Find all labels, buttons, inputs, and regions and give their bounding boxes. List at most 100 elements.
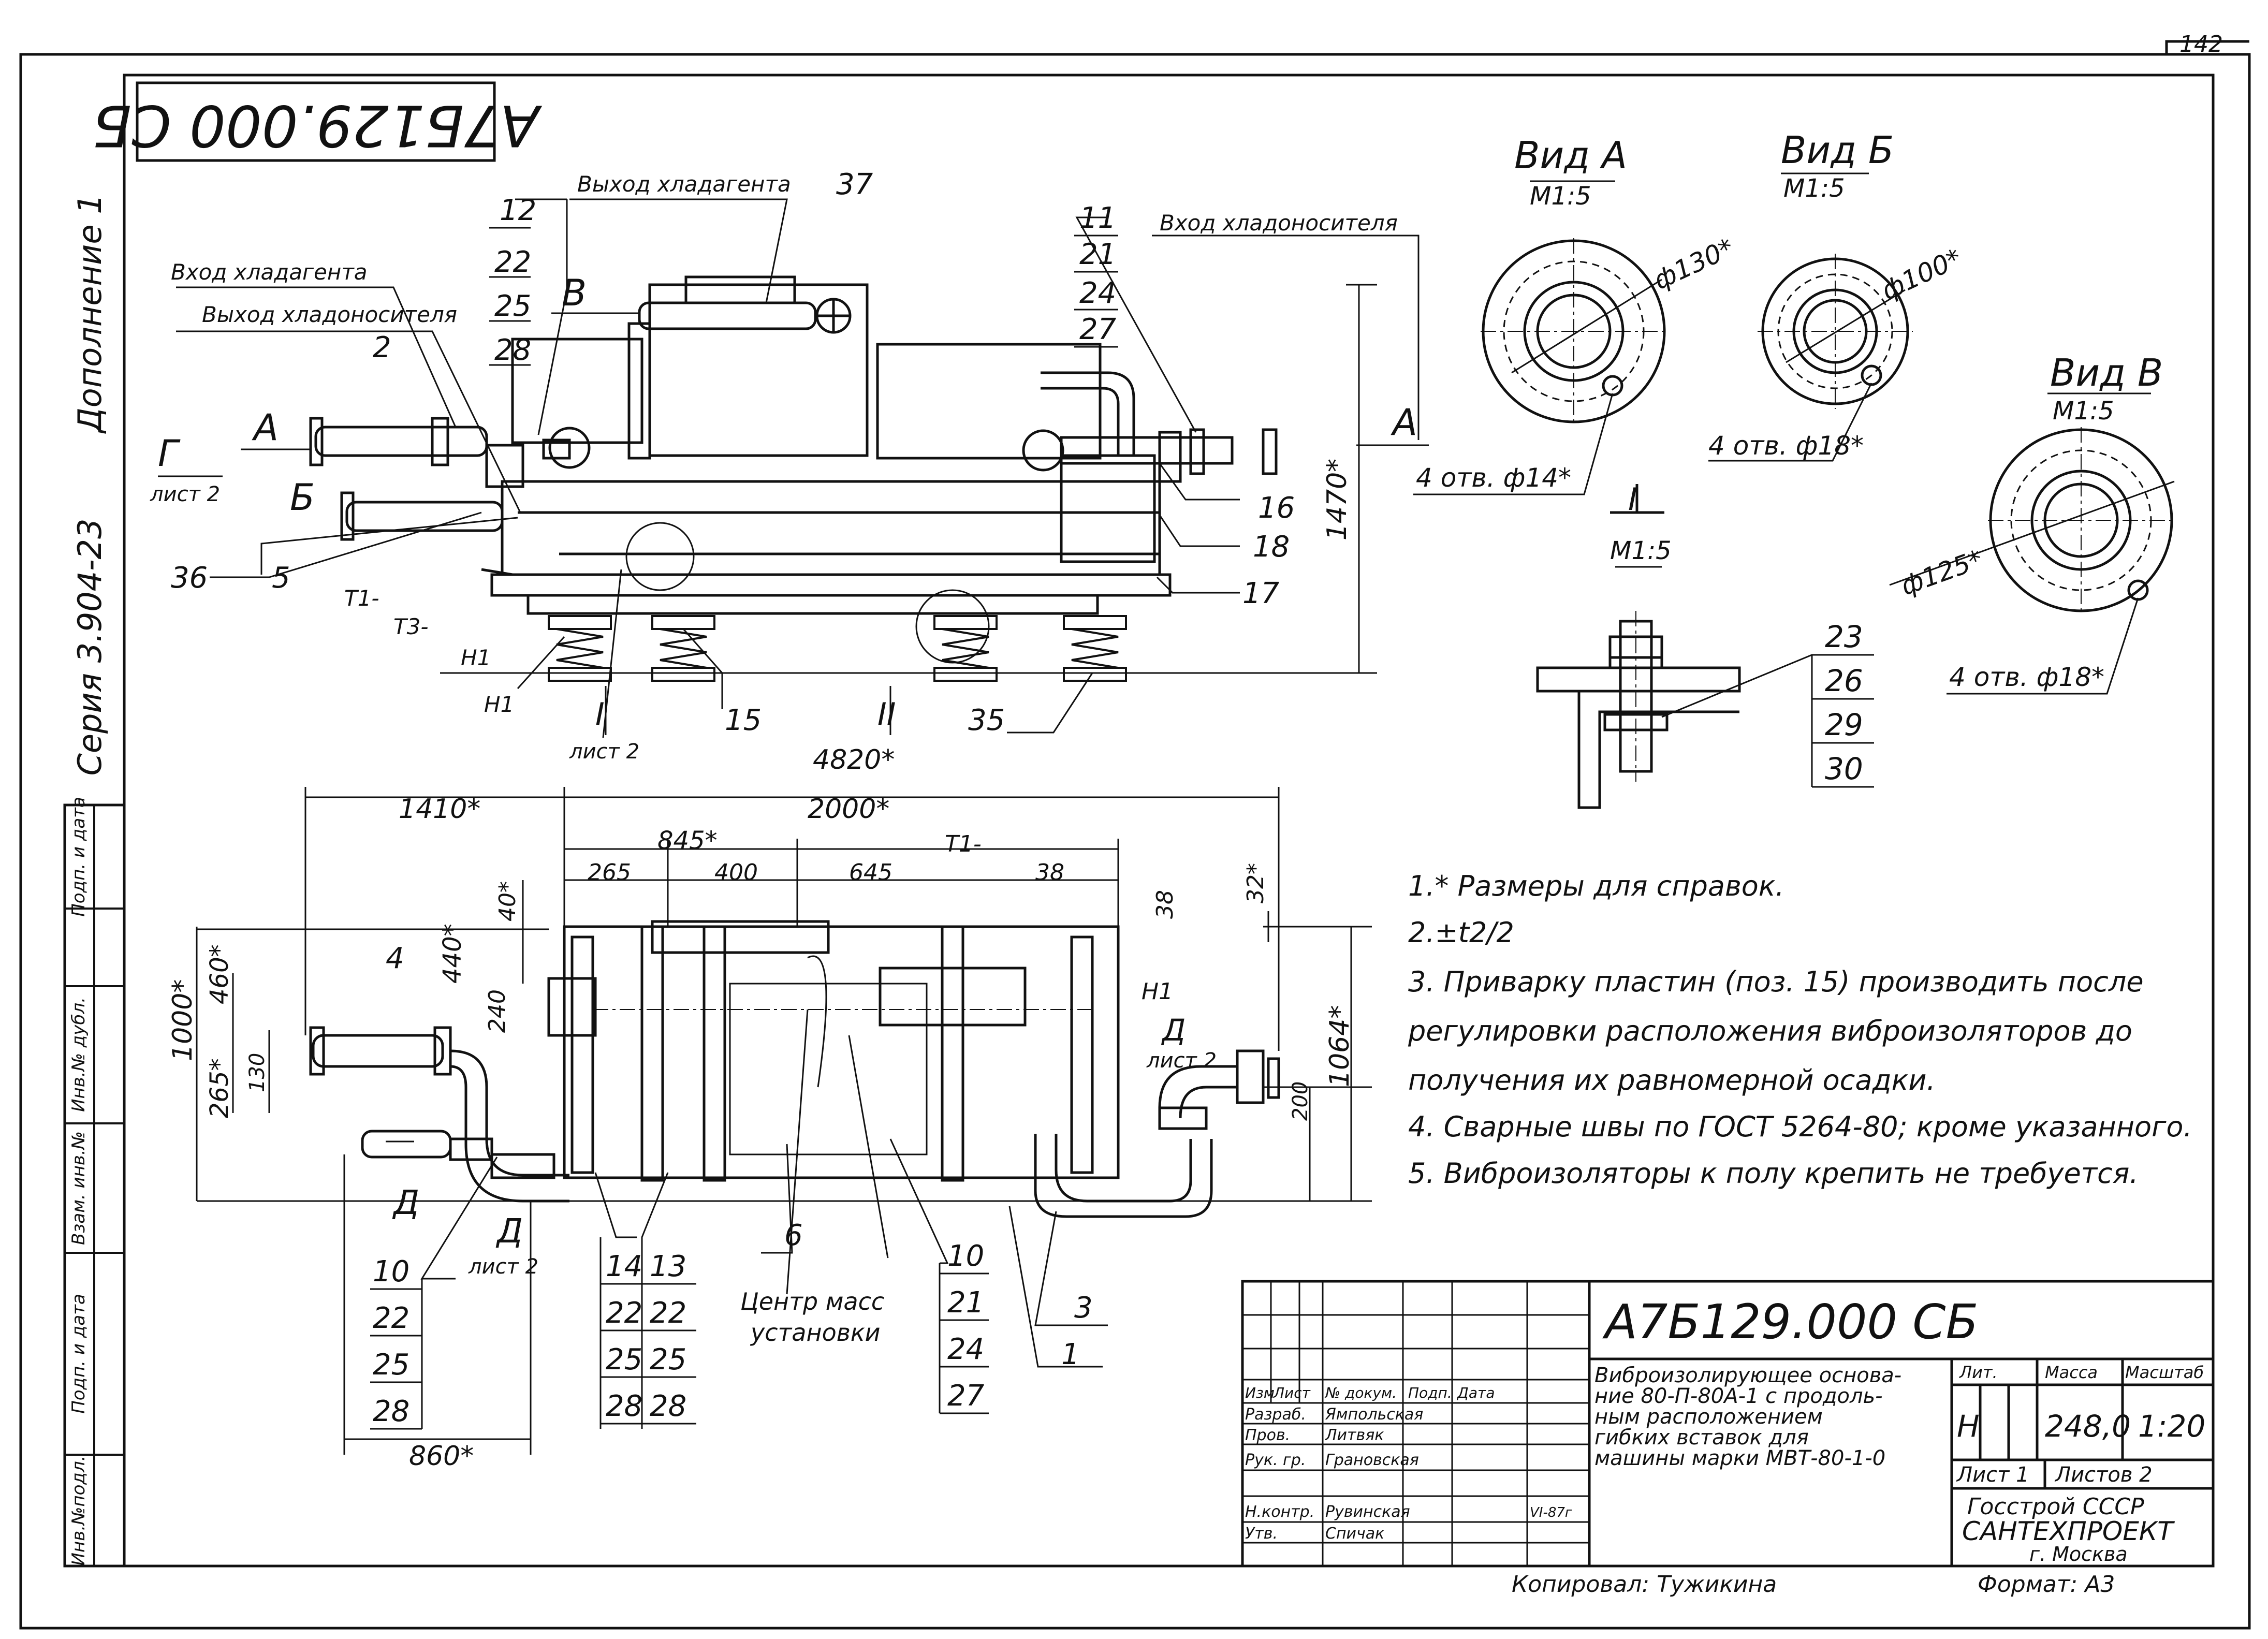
section-i-labels: I М1:5 23 26 29 30 (1610, 481, 1863, 786)
dim-265: 265 (588, 859, 631, 886)
plan-callout-14-28: 28 (606, 1389, 642, 1423)
plan-view-labels: 1410* 2000* 845* 265 400 645 38 38 32* 4… (167, 794, 1355, 1472)
note-1: 1.* Размеры для справок. (1408, 870, 1784, 902)
label-d-right: Д (1161, 1013, 1186, 1048)
dim-845: 845* (657, 826, 718, 855)
callout-11-27: 27 (1079, 313, 1117, 346)
dim-265b: 265* (205, 1058, 234, 1118)
stamp-inv-podl: Инв.№подл. (68, 1456, 89, 1566)
rotated-code: А7Б129.000 СБ (93, 93, 543, 159)
label-coolant-out: Выход хладоносителя (202, 302, 457, 327)
notes: 1.* Размеры для справок. 2.±t2/2 3. Прив… (1408, 870, 2192, 1190)
callout-12-25: 25 (494, 289, 531, 323)
tb-role-4: Н.контр. (1245, 1503, 1314, 1521)
label-sheet2-g: лист 2 (150, 482, 220, 506)
callout-37: 37 (836, 168, 873, 201)
tb-person-4: Рувинская (1325, 1503, 1410, 1521)
vibration-isolators (548, 615, 1127, 682)
label-width-dim: 4820* (813, 744, 895, 775)
dim-1064: 1064* (1324, 1005, 1355, 1087)
tb-scale-label: Масштаб (2125, 1363, 2204, 1382)
callout-15: 15 (725, 704, 762, 737)
view-v-scale: М1:5 (2053, 397, 2114, 426)
plan-callout-10a: 10 (373, 1255, 409, 1289)
tb-name-3: ным расположением (1594, 1405, 1823, 1429)
tb-head-date: Дата (1456, 1384, 1495, 1401)
tb-org-1: Госстрой СССР (1967, 1494, 2144, 1520)
note-3c: получения их равномерной осадки. (1408, 1064, 1936, 1096)
tb-sheets: Листов 2 (2054, 1463, 2153, 1487)
callout-11-24: 24 (1079, 276, 1116, 310)
view-v-diameter: ф125* (1897, 544, 1986, 601)
callout-11-21: 21 (1079, 238, 1116, 271)
plan-callout-10a-22: 22 (373, 1301, 409, 1335)
label-d-left-sheet: лист 2 (468, 1255, 538, 1279)
plan-callout-10b-24: 24 (947, 1333, 984, 1366)
tb-head-list: Лист (1273, 1384, 1311, 1401)
view-a-diameter: ф130* (1649, 232, 1738, 296)
callout-12-28: 28 (494, 333, 531, 367)
dim-38b: 38 (1152, 890, 1178, 919)
tb-copied: Копировал: Тужикина (1512, 1571, 1777, 1598)
note-2: 2.±t2/2 (1408, 916, 1514, 949)
label-mass-center-2: установки (750, 1319, 881, 1347)
view-b-title: Вид Б (1781, 128, 1894, 172)
callout-underlines-front (489, 227, 1118, 366)
dim-860: 860* (409, 1441, 474, 1472)
view-v-holes: 4 отв. ф18* (1949, 662, 2104, 692)
dim-645: 645 (849, 859, 892, 886)
plan-callout-10a-25: 25 (373, 1348, 409, 1382)
plan-callout-13-22: 22 (650, 1296, 686, 1330)
note-4: 4. Сварные швы по ГОСТ 5264-80; кроме ук… (1408, 1110, 2192, 1143)
callout-11: 11 (1079, 201, 1116, 235)
tb-name-5: машины марки МВТ-80-1-0 (1594, 1446, 1885, 1470)
callout-18: 18 (1253, 530, 1290, 564)
tb-name-1: Виброизолирующее основа- (1594, 1364, 1901, 1387)
section-i-title: I (1628, 481, 1637, 518)
plan-callout-14: 14 (606, 1250, 642, 1283)
tb-role-2: Пров. (1245, 1426, 1290, 1444)
plan-callout-1: 1 (1061, 1338, 1080, 1371)
tb-role-1: Разраб. (1245, 1406, 1306, 1424)
dim-240: 240 (484, 989, 510, 1033)
dim-38a: 38 (1035, 859, 1064, 886)
label-d-arrow: Д (392, 1184, 419, 1222)
note-3: 3. Приварку пластин (поз. 15) производит… (1408, 965, 2144, 998)
label-arrow-b: Б (290, 476, 315, 519)
callout-35: 35 (968, 704, 1005, 737)
label-d-left: Д (495, 1212, 523, 1251)
callout-16: 16 (1258, 491, 1295, 525)
tb-lit-label: Лит. (1959, 1363, 1998, 1382)
tb-head-doc: № докум. (1324, 1384, 1397, 1401)
callout-2: 2 (373, 331, 391, 364)
dim-2000: 2000* (808, 794, 889, 825)
tb-head-izm: Изм (1245, 1384, 1275, 1401)
label-weld-plan: Т1- (945, 831, 982, 857)
dim-1410: 1410* (399, 794, 480, 825)
label-sec-i-sheet: лист 2 (569, 740, 639, 764)
label-arrow-a-right: А (1391, 401, 1417, 444)
plan-callout-6: 6 (784, 1219, 803, 1252)
supplement-label: Дополнение 1 (71, 194, 109, 434)
dim-400: 400 (714, 859, 758, 886)
tb-name-4: гибких вставок для (1594, 1426, 1809, 1450)
note-3b: регулировки расположения виброизоляторов… (1408, 1015, 2132, 1047)
plan-callout-14-22: 22 (606, 1296, 642, 1330)
plan-view (196, 787, 1372, 1455)
side-stamp: Инв.№подл. Подп. и дата Взам. инв.№ Инв.… (63, 797, 126, 1568)
plan-callout-10b-27: 27 (947, 1379, 985, 1413)
view-b-scale: М1:5 (1783, 174, 1845, 203)
label-sec-ii: II (877, 696, 896, 733)
section-i-callout-29: 29 (1825, 707, 1863, 742)
label-h1-plan: Н1 (1142, 978, 1173, 1005)
plan-callout-4: 4 (386, 942, 404, 975)
tb-sheet: Лист 1 (1956, 1463, 2029, 1487)
dim-40: 40* (494, 881, 521, 921)
label-coolant-in: Вход хладоносителя (1160, 210, 1398, 236)
label-mass-center-1: Центр масс (740, 1287, 884, 1315)
tb-person-3: Грановская (1325, 1451, 1419, 1469)
dim-32: 32* (1242, 863, 1269, 903)
label-d-right-sheet: лист 2 (1146, 1049, 1217, 1073)
note-5: 5. Виброизоляторы к полу крепить не треб… (1408, 1157, 2139, 1190)
plan-callout-10b-21: 21 (947, 1286, 984, 1320)
